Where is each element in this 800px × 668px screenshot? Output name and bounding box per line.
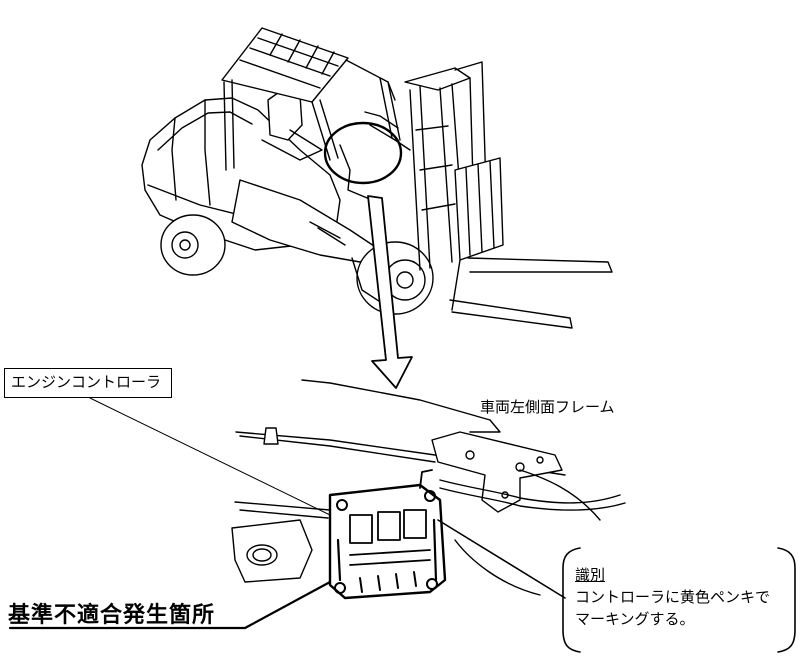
defect-leader-line: [8, 580, 332, 630]
note-right-bracket: [777, 547, 796, 653]
defect-location-label: 基準不適合発生箇所: [8, 603, 216, 628]
vehicle-frame-label: 車両左側面フレーム: [480, 398, 615, 416]
zoom-arrow: [367, 195, 413, 389]
forklift-illustration: [141, 27, 613, 329]
note-leader-line: [437, 519, 566, 599]
controller-leader-line: [89, 397, 331, 516]
location-circle: [323, 121, 403, 185]
note-title: 識別: [575, 566, 606, 584]
engine-controller-label: エンジンコントローラ: [4, 368, 172, 398]
note-left-bracket: [562, 547, 581, 653]
note-line-1: コントローラに黄色ペンキで: [575, 588, 771, 606]
note-line-2: マーキングする。: [575, 610, 695, 628]
identification-note: 識別 コントローラに黄色ペンキで マーキングする。: [563, 548, 793, 652]
frame-detail-illustration: [231, 379, 626, 600]
